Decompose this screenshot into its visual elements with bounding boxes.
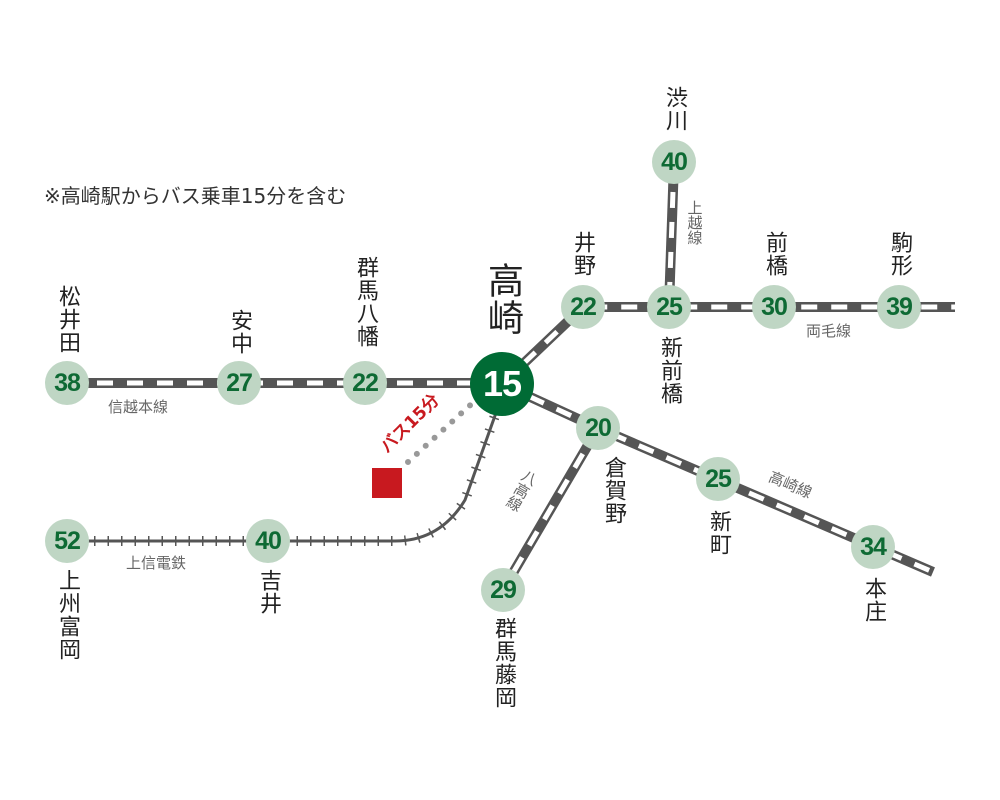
station-annaka-name: 安中 xyxy=(227,309,252,355)
station-shibukawa-name: 渋川 xyxy=(662,86,687,132)
station-maebashi-name: 前橋 xyxy=(762,231,787,277)
station-matsuida-name: 松井田 xyxy=(55,285,80,354)
station-shinmachi-time: 25 xyxy=(696,457,740,501)
bus-origin-marker xyxy=(372,468,402,498)
station-komagata-name: 駒形 xyxy=(887,231,912,277)
line-label-shinetsu: 信越本線 xyxy=(108,398,169,416)
line-label-ryomo: 両毛線 xyxy=(806,322,852,340)
station-matsuida-time: 38 xyxy=(45,361,89,405)
station-gunmafujioka-name: 群馬藤岡 xyxy=(491,617,516,709)
station-joshutomioka-name: 上州富岡 xyxy=(55,569,80,661)
station-joshutomioka-time: 52 xyxy=(45,519,89,563)
bus-route xyxy=(405,395,481,465)
station-takasaki-time: 15 xyxy=(470,352,534,416)
station-shinmaebashi-name: 新前橋 xyxy=(657,336,682,405)
station-komagata-time: 39 xyxy=(877,285,921,329)
station-ino-time: 22 xyxy=(561,285,605,329)
station-annaka-time: 27 xyxy=(217,361,261,405)
station-kuragano-time: 20 xyxy=(576,406,620,450)
station-gunmafujioka-time: 29 xyxy=(481,568,525,612)
station-shinmachi-name: 新町 xyxy=(706,510,731,556)
line-label-joetsu: 上越線 xyxy=(685,200,704,245)
joshin-line xyxy=(67,409,499,543)
station-gunmayawata-time: 22 xyxy=(343,361,387,405)
station-kuragano-name: 倉賀野 xyxy=(601,456,626,525)
station-gunmayawata-name: 群馬八幡 xyxy=(353,256,378,348)
station-takasaki-name: 高崎 xyxy=(482,262,523,336)
station-yoshii-name: 吉井 xyxy=(256,569,281,615)
station-maebashi-time: 30 xyxy=(752,285,796,329)
station-honjo-time: 34 xyxy=(851,525,895,569)
station-honjo-name: 本庄 xyxy=(861,577,886,623)
station-shinmaebashi-time: 25 xyxy=(647,285,691,329)
station-ino-name: 井野 xyxy=(570,231,595,277)
station-yoshii-time: 40 xyxy=(246,519,290,563)
line-label-joshin: 上信電鉄 xyxy=(126,554,187,572)
note-text: ※高崎駅からバス乗車15分を含む xyxy=(44,184,347,208)
station-shibukawa-time: 40 xyxy=(652,140,696,184)
